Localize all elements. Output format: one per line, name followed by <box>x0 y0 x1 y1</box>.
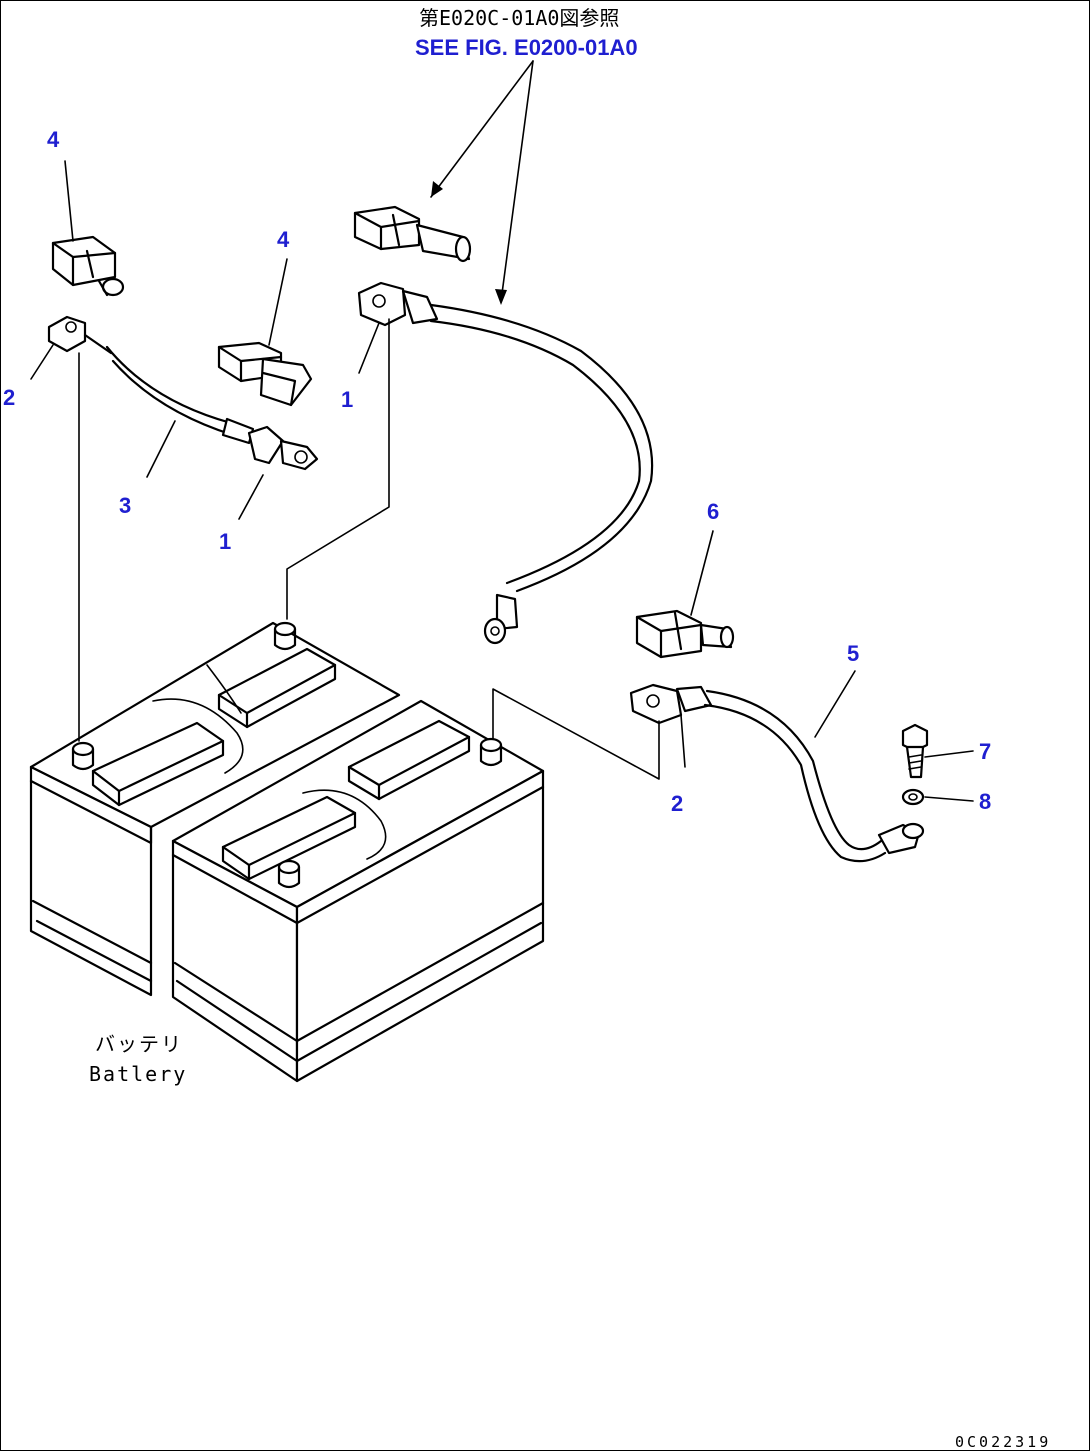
callout-8: 8 <box>979 789 991 814</box>
figure-id: 0C022319 <box>955 1433 1051 1451</box>
terminal-cover-left <box>51 235 125 297</box>
terminal-cover-reference <box>353 205 472 263</box>
reference-jp: 第E020C-01A0図参照 <box>419 6 619 30</box>
connection-guides <box>78 318 660 780</box>
reference-en: SEE FIG. E0200-01A0 <box>415 35 638 60</box>
callout-4-middle: 4 <box>277 227 290 252</box>
callout-7: 7 <box>979 739 991 764</box>
reference-leaders <box>430 60 534 305</box>
battery-left <box>29 621 401 997</box>
terminal-cover-6 <box>635 609 735 659</box>
cable-long <box>357 281 654 645</box>
callout-1-top: 1 <box>341 387 353 412</box>
battery-label-en: Batlery <box>89 1062 187 1086</box>
terminal-cover-middle <box>217 341 313 407</box>
callout-1-bottom: 1 <box>219 529 231 554</box>
callout-leaders <box>30 160 974 802</box>
battery-right <box>171 699 545 1083</box>
callout-6: 6 <box>707 499 719 524</box>
callout-4-left: 4 <box>47 127 60 152</box>
callout-3: 3 <box>119 493 131 518</box>
cable-3 <box>47 315 319 471</box>
washer-8 <box>901 788 925 806</box>
callout-2-right: 2 <box>671 791 683 816</box>
callout-5: 5 <box>847 641 859 666</box>
callout-2-left: 2 <box>3 385 15 410</box>
battery-label-jp: バッテリ <box>95 1032 183 1056</box>
bolt-7 <box>901 723 929 779</box>
cable-5 <box>629 683 925 863</box>
